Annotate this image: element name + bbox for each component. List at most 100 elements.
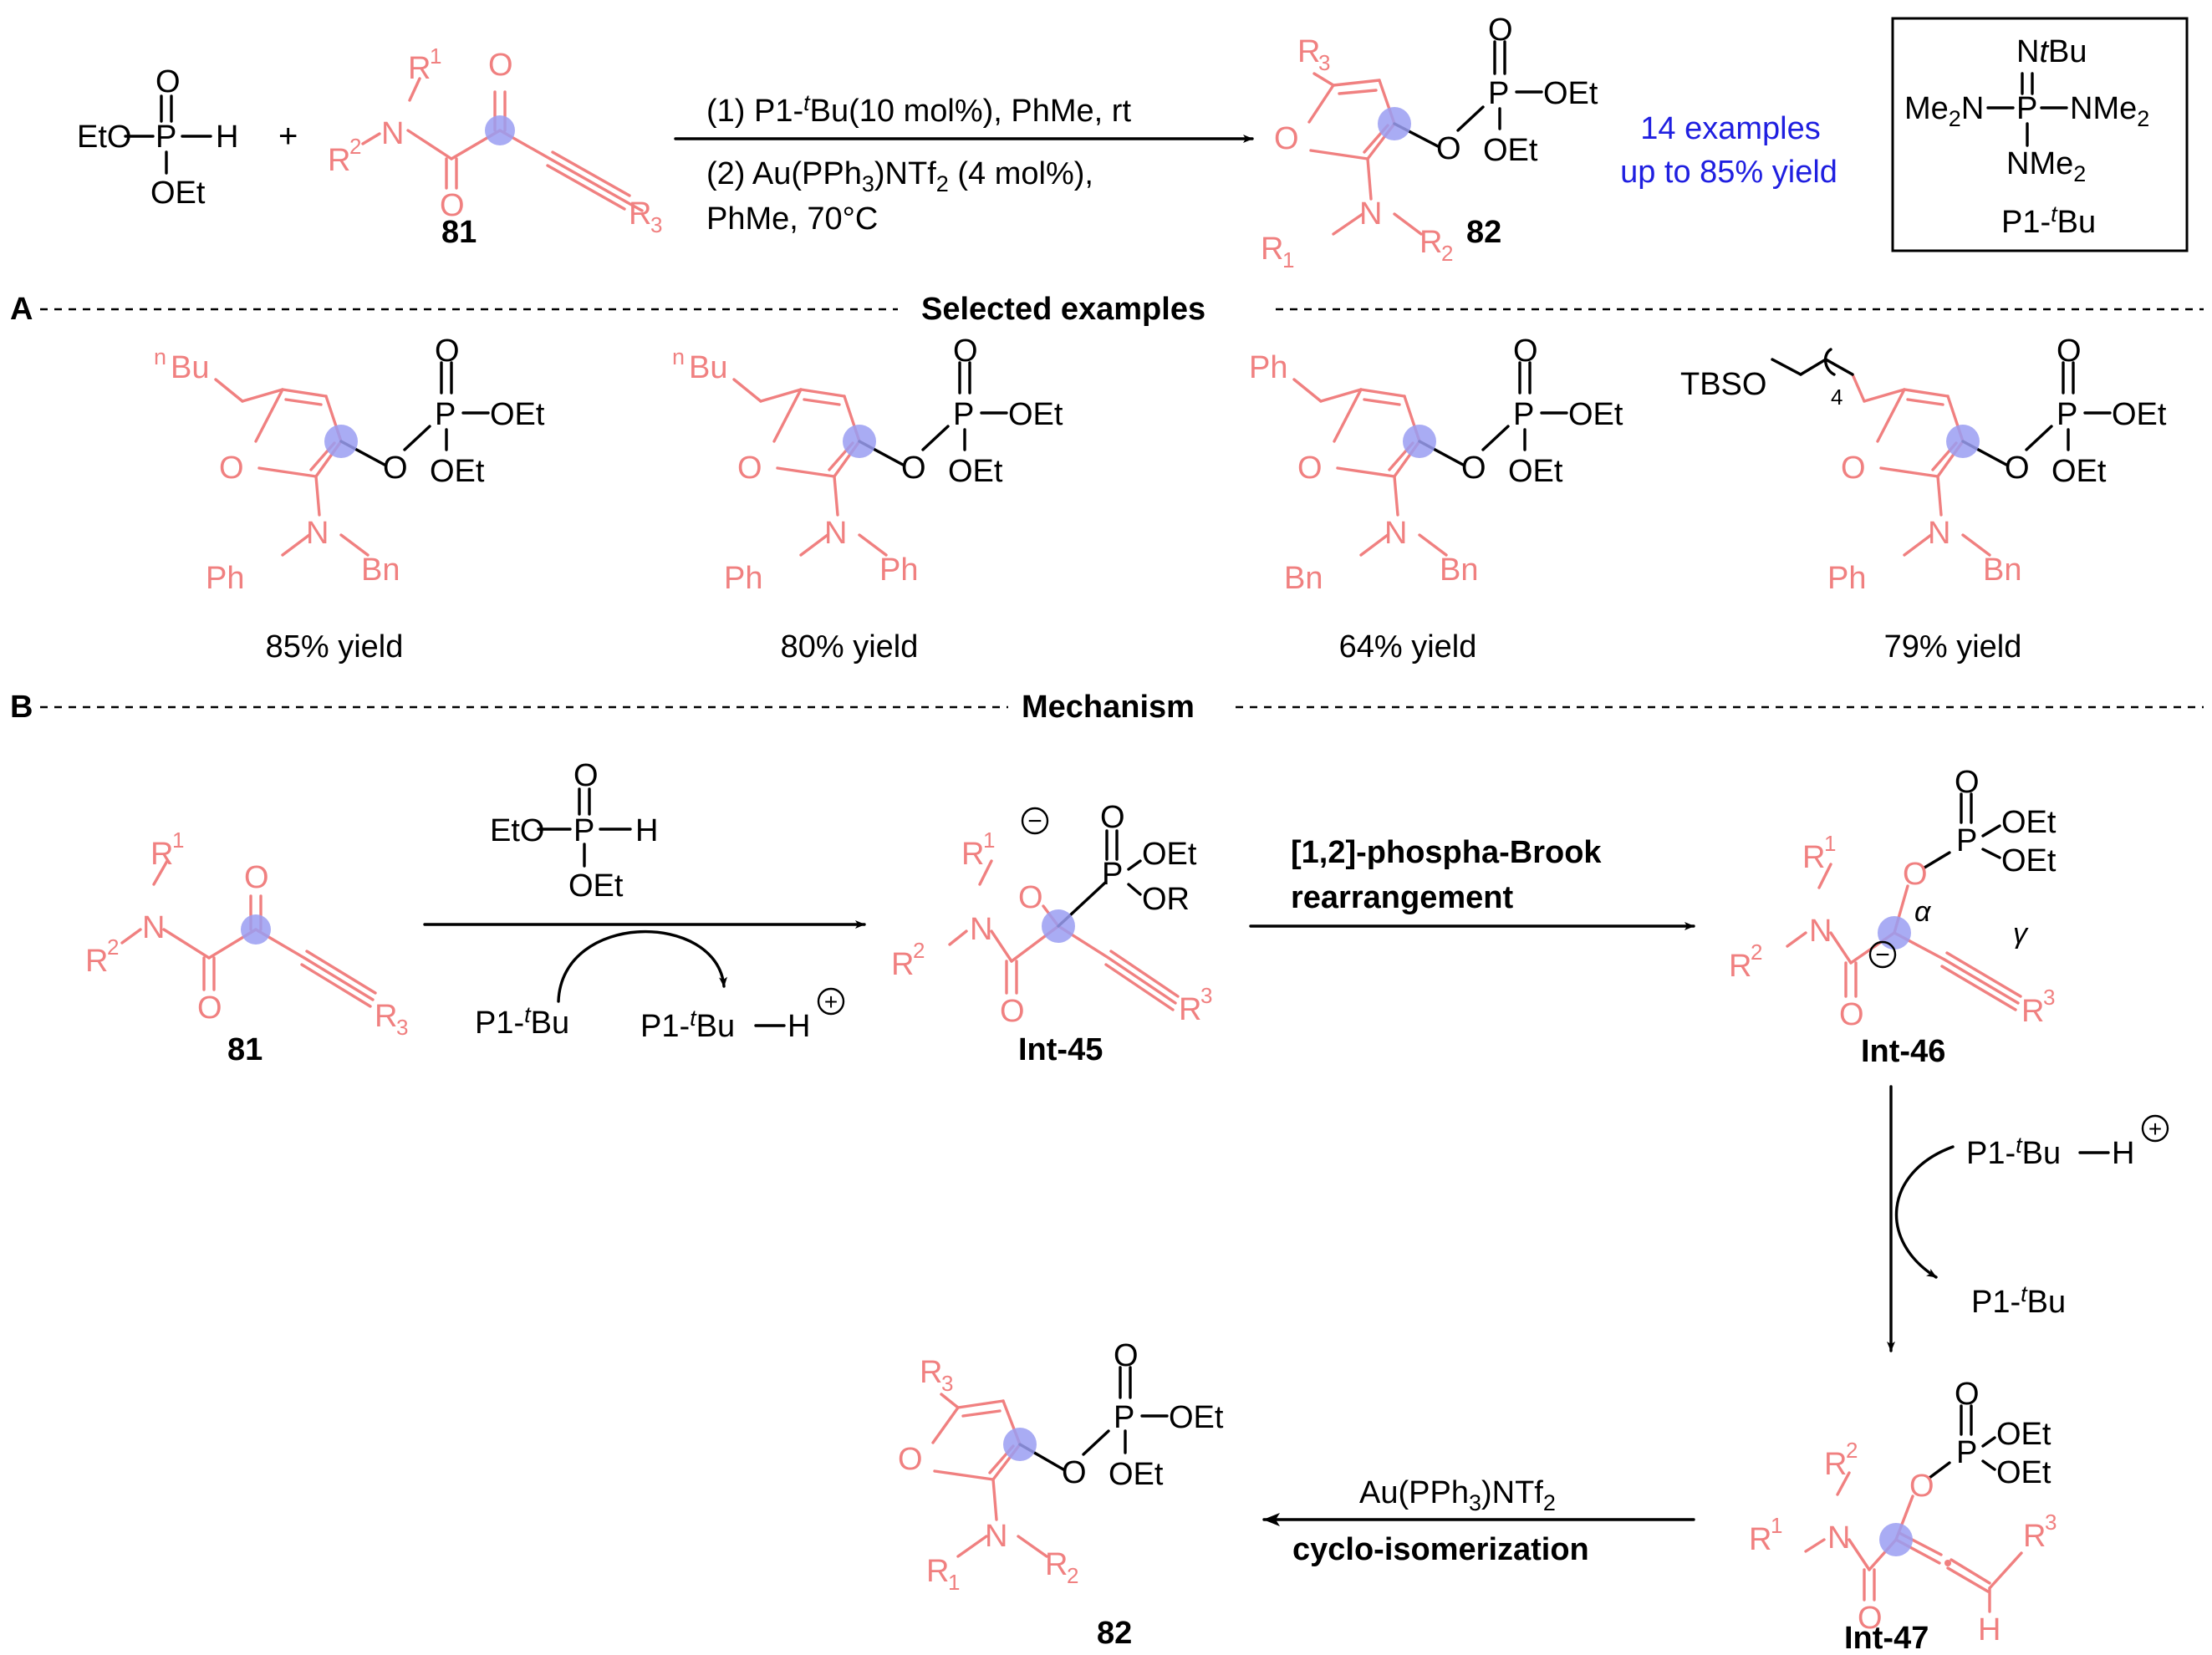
- yield-label: 80% yield: [781, 629, 919, 665]
- ester-o: O: [2005, 451, 2030, 486]
- compound-label-81: 81: [441, 215, 477, 250]
- cat-name-bu: Bu: [2057, 205, 2096, 240]
- n-atom: N: [1384, 516, 1407, 551]
- au-sub2: 2: [1543, 1490, 1556, 1515]
- svg-text:NtBu: NtBu: [2016, 34, 2087, 69]
- ester-o: O: [1909, 1469, 1934, 1504]
- r1-sup: 1: [1824, 831, 1836, 856]
- yield-label: 85% yield: [266, 629, 404, 665]
- oet-right: OEt: [1169, 1400, 1224, 1435]
- cond1-pre: (1) P1-: [706, 94, 803, 129]
- base-pre: P1-: [475, 1006, 524, 1041]
- ester-o: O: [1436, 131, 1461, 166]
- acid-h: H: [787, 1009, 810, 1044]
- c5-substituent: Ph: [1249, 350, 1287, 385]
- cond2-line2: PhMe, 70°C: [706, 201, 878, 237]
- n-atom: N: [381, 116, 404, 151]
- oet-down: OEt: [2001, 843, 2057, 878]
- n-right-substituent: Bn: [1440, 553, 1478, 588]
- svg-text:NMe2: NMe2: [2006, 146, 2086, 186]
- step4-arrow: Au(PPh3)NTf2 cyclo-isomerization: [1262, 1475, 1695, 1567]
- p-atom: P: [1513, 397, 1534, 432]
- ketone-o: O: [488, 48, 513, 83]
- compound-label-82: 82: [1466, 215, 1501, 250]
- eto-label: EtO: [490, 813, 544, 848]
- n-left-substituent: Bn: [1284, 561, 1323, 596]
- svg-text:P1-tBu: P1-tBu: [475, 1002, 569, 1041]
- tbso-label: TBSO: [1680, 367, 1766, 402]
- r1-sup: 1: [983, 828, 995, 853]
- p-o: O: [1114, 1338, 1139, 1373]
- p-center: P: [2016, 91, 2037, 126]
- oet-right: OEt: [1568, 397, 1623, 432]
- cycloisomerization-label: cyclo-isomerization: [1292, 1532, 1589, 1567]
- p-atom: P: [435, 397, 456, 432]
- r2-label: R: [85, 944, 108, 979]
- oet-label: OEt: [150, 176, 206, 211]
- amide-o: O: [440, 188, 465, 223]
- r1-label: R: [1261, 232, 1283, 267]
- oet-label: OEt: [568, 868, 624, 904]
- c5-sup: n: [672, 344, 685, 369]
- me2n-n: N: [1961, 91, 1984, 126]
- product-82-mech: R 3 O N R 1 R 2 O P O OEt OEt 82: [898, 1338, 1224, 1651]
- acid-bu: Bu: [2022, 1136, 2061, 1171]
- svg-text:(1) P1-tBu(10 mol%), PhMe, rt: (1) P1-tBu(10 mol%), PhMe, rt: [706, 90, 1131, 129]
- svg-text:NMe2: NMe2: [2070, 91, 2149, 131]
- p-o: O: [1513, 334, 1538, 369]
- svg-text:P1-tBu: P1-tBu: [2001, 201, 2096, 240]
- furan-o: O: [219, 451, 244, 486]
- p-atom: P: [953, 397, 974, 432]
- cat-name-t: t: [2051, 201, 2058, 227]
- acid-h: H: [2112, 1136, 2134, 1171]
- step1-arrow: EtO P H O OEt P1-tBu P1-tBu H +: [423, 758, 866, 1044]
- svg-text:P1-tBu: P1-tBu: [1971, 1281, 2066, 1320]
- svg-text:P1-tBu: P1-tBu: [1966, 1133, 2061, 1171]
- minus-charge: −: [1875, 941, 1890, 969]
- base-bu: Bu: [2027, 1285, 2066, 1320]
- n-atom: N: [1928, 516, 1950, 551]
- section-a-letter: A: [10, 292, 33, 327]
- ntbu-n: N: [2016, 34, 2039, 69]
- r2-label: R: [1824, 1447, 1847, 1482]
- n-atom: N: [1809, 914, 1832, 949]
- or-label: OR: [1142, 882, 1190, 917]
- n-atom: N: [824, 516, 847, 551]
- r3-label: R: [375, 999, 397, 1034]
- cond1-post: Bu(10 mol%), PhMe, rt: [810, 94, 1132, 129]
- step3-arrow: P1-tBu H + P1-tBu: [1887, 1085, 2169, 1352]
- nme2-down: NMe: [2006, 146, 2073, 181]
- r3-sup: 3: [2043, 985, 2055, 1010]
- p-o: O: [1955, 1377, 1980, 1412]
- n-atom: N: [985, 1519, 1007, 1554]
- o-atom: O: [155, 64, 181, 99]
- p-o: O: [435, 334, 460, 369]
- c5-substituent: Bu: [171, 350, 209, 385]
- r3-label: R: [2021, 994, 2044, 1029]
- oet-down: OEt: [1109, 1457, 1164, 1492]
- r2-sup: 2: [349, 134, 361, 159]
- p-atom: P: [1102, 857, 1123, 892]
- section-a-header: A Selected examples: [10, 292, 2204, 327]
- r3-sub: 3: [941, 1371, 953, 1396]
- oet-label: OEt: [1142, 837, 1197, 872]
- r3-label: R: [920, 1355, 942, 1390]
- furan-o: O: [898, 1442, 923, 1477]
- acid-t: t: [2016, 1133, 2023, 1158]
- amide-o: O: [197, 990, 222, 1026]
- r3-sub: 3: [650, 212, 662, 237]
- oet-down: OEt: [1508, 454, 1563, 489]
- svg-text:P1-tBu: P1-tBu: [640, 1006, 735, 1044]
- summary-examples: 14 examples: [1640, 111, 1820, 146]
- top-reaction-arrow: (1) P1-tBu(10 mol%), PhMe, rt (2) Au(PPh…: [674, 90, 1254, 237]
- ntbu-bu: Bu: [2048, 34, 2087, 69]
- int-47: N R 2 R 1 O O R 3 H P O OEt OEt Int-47: [1749, 1377, 2057, 1655]
- product-82-top: R 3 O N R 1 R 2 O P O OEt OEt 82: [1261, 13, 1598, 272]
- base-pre: P1-: [1971, 1285, 2021, 1320]
- int-47-label: Int-47: [1844, 1621, 1929, 1655]
- substrate-81-top: N R 1 R 2 O O R 3 81: [328, 43, 662, 250]
- plus-charge: +: [2148, 1116, 2162, 1142]
- p-atom: P: [1488, 76, 1509, 111]
- base-t: t: [2021, 1281, 2028, 1306]
